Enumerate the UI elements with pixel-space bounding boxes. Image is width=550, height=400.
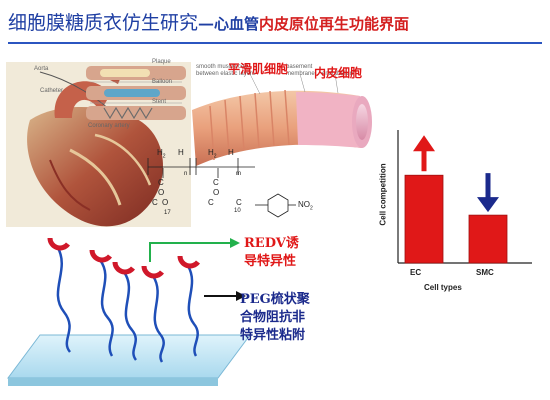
chem-h2-2-sub: 2 [213,153,217,160]
chem-c-4: C [208,198,214,207]
arrow-down-icon [477,197,499,213]
inset-stent [86,106,186,120]
chem-o-3: O [213,188,220,197]
polymer-chain-4 [151,275,165,363]
chart-tick-smc: SMC [476,268,494,277]
chem-n-sub: n [184,171,188,177]
redv-label-line1: REDV诱 [244,236,299,251]
redv-peptide-4 [141,265,164,279]
chart-y-label: Cell competition [378,163,388,226]
vessel-layer-label-5: endothelium [322,71,355,77]
chem-h-1: H [178,148,184,157]
chem-h-2: H [228,148,234,157]
peg-arrowhead [236,291,246,301]
title-underline [8,42,542,44]
chem-h2-2-h: H [208,148,214,157]
heart-label-coronary: Coronary artery [88,123,130,129]
smooth-muscle-stripes [209,89,290,161]
substrate-edge [8,378,218,386]
chemical-structure [147,158,296,218]
vessel-layer-label-3: basement [286,64,313,70]
redv-label-line2: 导特异性 [244,254,297,269]
chem-h2-1-sub: 2 [162,153,166,160]
leader-endothelium [334,73,339,94]
title-sub-part2: 内皮原位再生功能界面 [259,15,410,33]
leader-smc [249,73,261,95]
title-main: 细胞膜糖质衣仿生研究 [8,12,199,34]
chem-h2-1: H2 [157,148,166,160]
chem-h2-2: H2 [208,148,217,160]
substrate-plate [7,334,251,379]
peg-label-line3: 特异性粘附 [240,328,306,343]
smc-label: 平滑肌细胞 [228,62,289,76]
polymer-chain-1 [56,247,72,353]
heart-label-stent: Stent [152,99,167,105]
redv-arrow-line [149,242,230,262]
bar-chart [397,130,532,264]
surface-illustration [7,237,251,386]
ec-label: 内皮细胞 [314,66,363,80]
arrow-up-icon [413,135,435,152]
chart-x-label: Cell types [424,283,462,292]
chem-m-sub: m [236,171,241,177]
vessel-lumen [356,104,368,140]
leader-membrane [299,73,306,93]
chem-17: 17 [164,210,171,216]
peg-label-line1: PEG梳状聚 [240,292,310,307]
inset-plaque-core [100,69,150,77]
inset-balloon-core [104,89,160,97]
vessel-layer-label-4: membrane [286,71,315,77]
chem-no2: NO2 [298,200,313,212]
heart-label-balloon: Balloon [152,79,173,85]
chem-10: 10 [234,208,241,214]
heart-illustration [6,62,191,227]
heart-label-catheter: Catheter [40,88,64,94]
inset-stent-mesh [103,106,153,120]
polymer-chain-5 [186,265,199,357]
chem-h2-1-h: H [157,148,163,157]
chart-bars [404,135,508,264]
redv-arrowhead [230,238,240,248]
title-separator: — [198,14,215,33]
chem-o-1: O [158,188,165,197]
vessel-layer-label-1: smooth muscle cell [196,64,248,70]
slide-title: 细胞膜糖质衣仿生研究—心血管内皮原位再生功能界面 [8,8,409,35]
heart-label-aorta: Aorta [34,66,49,72]
redv-peptide-3 [112,261,135,275]
chart-tick-ec: EC [410,268,422,277]
vessel-intima [296,92,362,148]
polymer-chain-3 [122,271,138,361]
benzene-ring [267,193,289,218]
bar-smc [468,214,508,264]
bar-ec [404,174,444,264]
coronary-vessel-1 [69,148,122,206]
redv-peptide-2 [89,249,112,263]
peg-label-line2: 合物阻抗非 [240,310,306,325]
chem-no2-sub: 2 [310,205,313,212]
heart-label-plaque: Plaque [152,59,171,65]
coronary-vessel-3 [49,159,91,211]
chem-c-2: C [152,198,158,207]
polymer-chain-2 [98,259,114,357]
vessel-layer-label-2: between elastic layers [196,71,256,77]
coronary-vessel-2 [94,133,152,186]
redv-peptide-5 [177,255,200,269]
vessel-illustration [192,73,372,166]
chem-no2-text: NO [298,200,310,209]
title-sub-part1: 心血管 [214,15,260,33]
chem-c-5: C [236,198,242,207]
chem-c-3: C [213,178,219,187]
redv-peptide-1 [47,237,70,251]
chem-o-2: O [162,198,169,207]
chem-c-1: C [158,178,164,187]
